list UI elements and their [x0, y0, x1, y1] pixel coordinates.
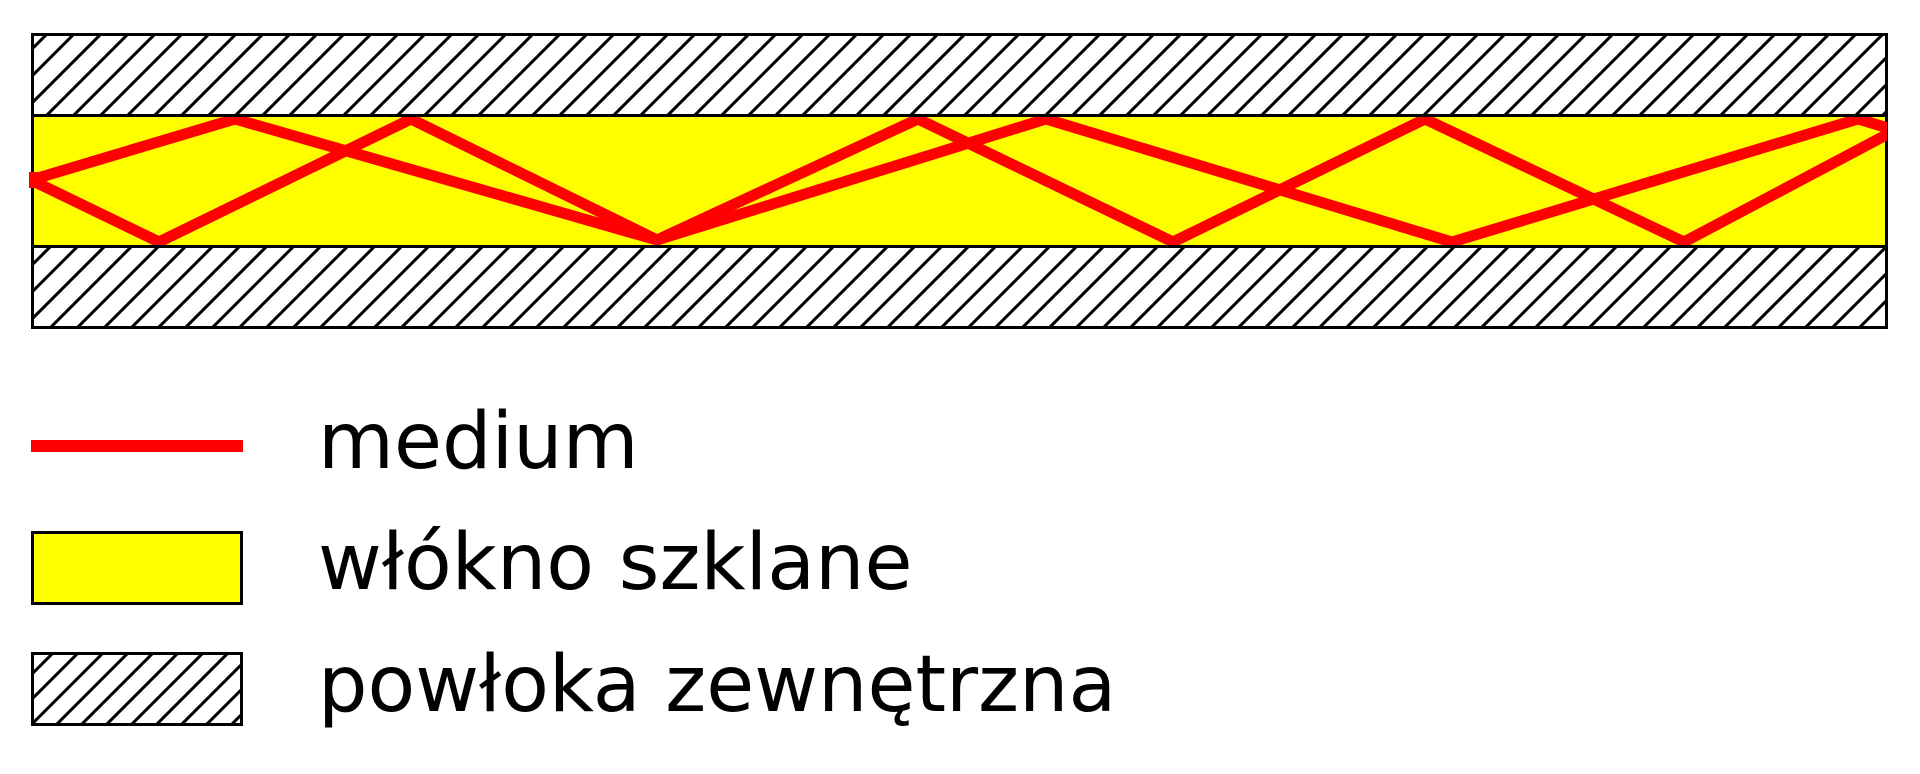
legend-label-outer-coating: powłoka zewnętrzna — [318, 640, 1117, 730]
legend-label-medium: medium — [318, 397, 639, 487]
legend — [31, 440, 243, 726]
light-ray-b — [32, 117, 1887, 245]
top-cladding — [31, 33, 1888, 117]
light-rays — [32, 117, 1887, 245]
legend-swatch-core-box — [31, 531, 243, 605]
legend-swatch-medium-line — [31, 440, 243, 452]
ray-entry-point — [29, 172, 40, 188]
legend-label-glass-fiber: włókno szklane — [318, 518, 913, 608]
legend-swatch-cladding-hatched-box — [31, 652, 243, 726]
bottom-cladding — [31, 245, 1888, 329]
